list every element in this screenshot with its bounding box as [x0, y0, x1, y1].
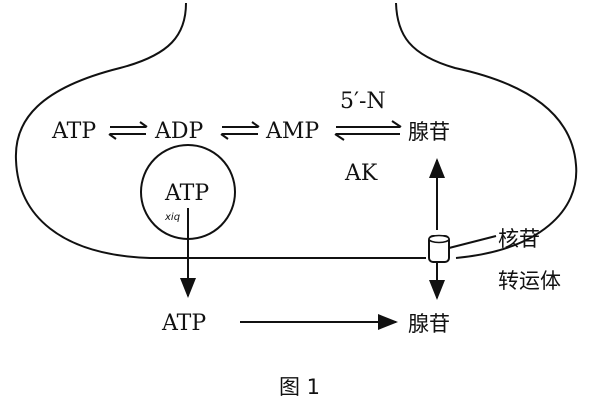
adenosine-intracellular-label: 腺苷 — [408, 120, 450, 144]
reversible-arrow-adp-amp — [220, 121, 260, 140]
transporter-label-line2: 转运体 — [498, 269, 561, 293]
transporter-pointer-line — [448, 235, 497, 249]
enzyme-5n-label: 5′-N — [340, 89, 386, 114]
adp-label: ADP — [154, 119, 204, 144]
enzyme-ak-label: AK — [344, 161, 378, 186]
figure-caption: 图 1 — [279, 375, 320, 399]
cell-membrane — [14, 2, 578, 259]
nucleoside-transporter-icon — [428, 234, 450, 263]
transporter-label-line1: 核苷 — [498, 227, 540, 251]
reversible-arrow-amp-adenosine — [334, 120, 402, 141]
vesicle-atp-label: ATP — [164, 181, 209, 206]
extracellular-adenosine-label: 腺苷 — [408, 312, 450, 336]
amp-label: AMP — [265, 119, 319, 144]
reversible-arrow-atp-adp — [108, 121, 148, 140]
extracellular-atp-label: ATP — [161, 311, 206, 336]
handwritten-note: xiq — [164, 212, 180, 223]
atp-label: ATP — [51, 119, 96, 144]
